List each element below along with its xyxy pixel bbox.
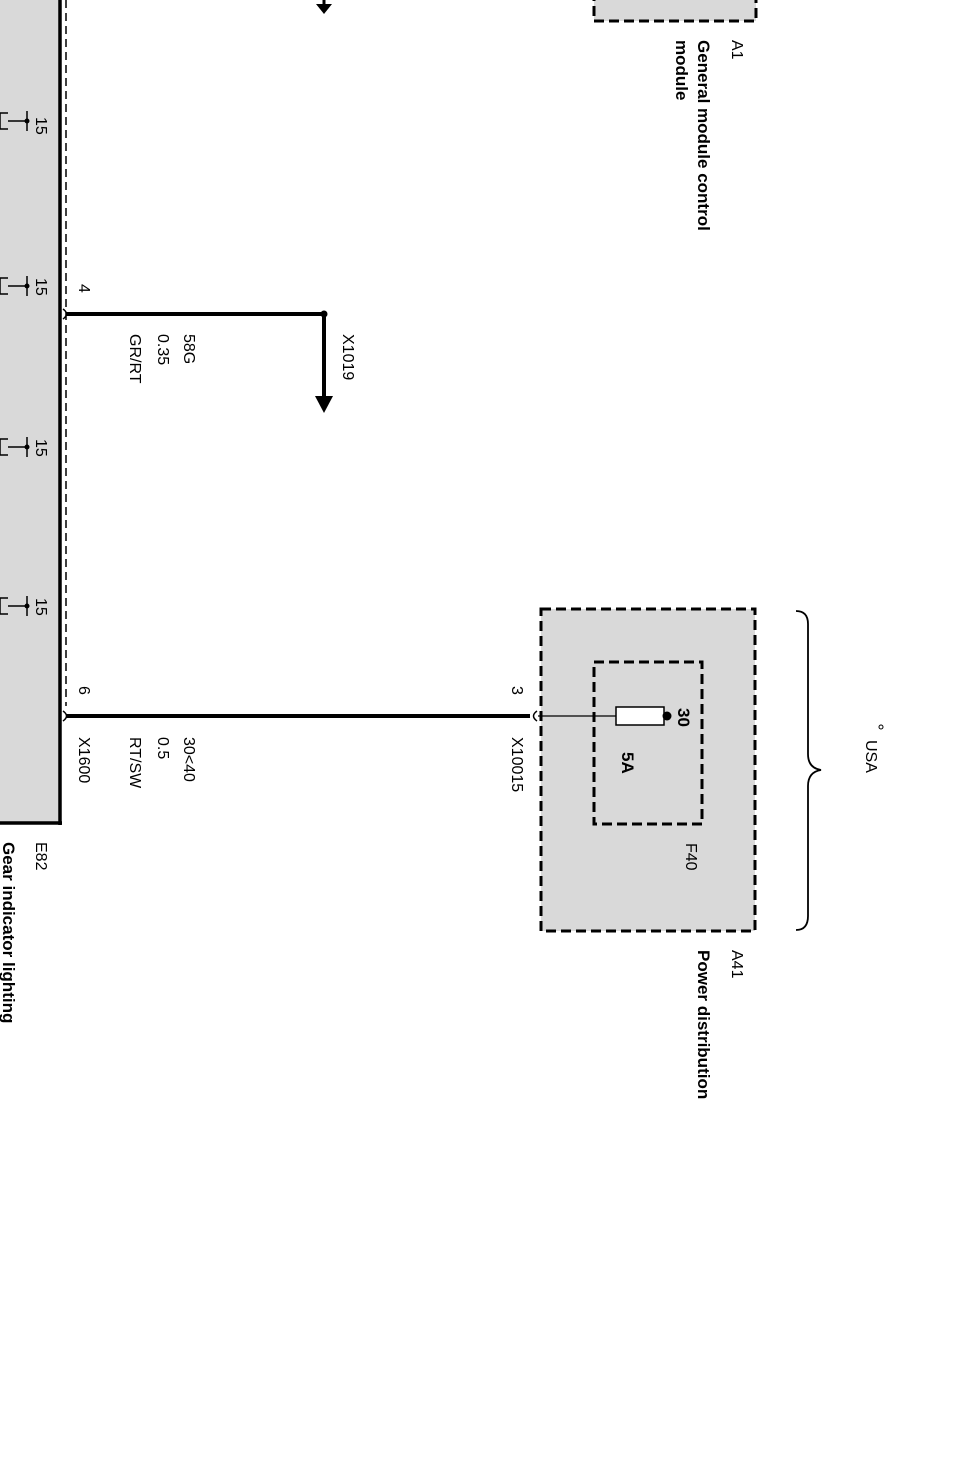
a41-ref-label: A41 [728,950,745,979]
wire-30-40-gauge: 0.5 [154,737,171,759]
lamp-symbol-2: 15 [0,276,49,296]
a41-name-label: Power distribution [694,950,713,1099]
e82-name-label: Gear indicator lighting [0,842,18,1023]
e82-pin-6-label: 6 [75,686,92,695]
usa-brace [795,610,822,931]
x10015-connector-label: X10015 [508,737,525,792]
top-arrow-continuation [316,0,332,14]
a1-ref-label: A1 [728,40,745,60]
f40-fuse-symbol [538,706,672,726]
lamp-symbol-4: 15 [0,596,49,616]
f40-ref-label: F40 [682,843,699,871]
terminal-15-label: 15 [32,117,49,135]
wire-58g-gauge: 0.35 [154,334,171,365]
wire-58g [66,310,333,413]
e82-component-body [0,0,60,823]
terminal-15-label: 15 [32,598,49,616]
lamp-symbol-1: 15 [0,111,49,135]
e82-pin-4-label: 4 [75,284,92,293]
e82-ref-label: E82 [32,842,49,871]
usa-region-mark [878,724,884,730]
terminal-15-label: 15 [32,439,49,457]
terminal-15-label: 15 [32,278,49,296]
pin-4-connector-mark [62,308,68,320]
a41-pin-3-label: 3 [508,686,525,695]
usa-region-label: USA [862,740,879,773]
f40-fuse-box [592,660,704,826]
wire-58g-circuit: 58G [180,334,197,364]
a1-name-line2: module [672,40,691,100]
f40-rating-label: 5A [618,752,637,774]
lamp-symbol-3: 15 [0,437,49,457]
pin-3-connector-mark [532,710,538,722]
a1-module-box [592,0,758,23]
wire-58g-color: GR/RT [126,334,143,384]
a1-name-line1: General module control [694,40,713,231]
x1019-connector-label: X1019 [339,334,356,380]
pin-6-connector-mark [62,710,68,722]
f40-pin-30-label: 30 [674,708,693,727]
x1600-connector-label: X1600 [75,737,92,783]
wire-30-40-color: RT/SW [126,737,143,789]
wire-30-40-circuit: 30<40 [180,737,197,782]
